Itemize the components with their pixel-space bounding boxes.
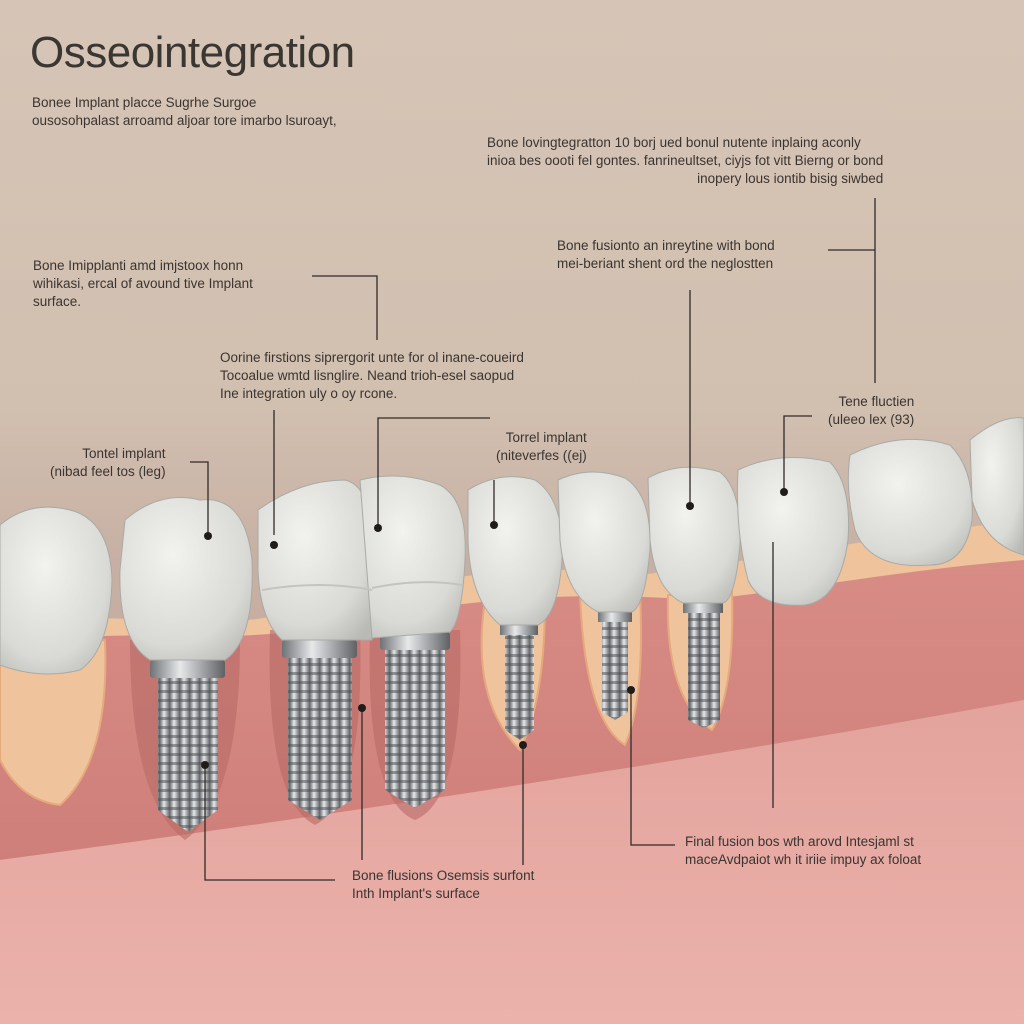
lower-gum (0, 700, 1024, 1024)
leader-lines (190, 198, 876, 881)
label-line: Bone flusions Osemsis surfont (352, 868, 535, 883)
label-line: (niteverfes ((ej) (496, 448, 587, 463)
label-line: Inth Implant's surface (352, 886, 480, 901)
label-bottom-right: Final fusion bos wth arovd Intesjaml st … (685, 833, 921, 869)
subtitle-line: Bonee Implant placce Sugrhe Surgoe (32, 95, 257, 110)
label-line: mei-beriant shent ord the neglostten (557, 256, 774, 271)
label-line: Final fusion bos wth arovd Intesjaml st (685, 834, 914, 849)
label-tontel-implant: Tontel implant (nibad feel tos (leg) (50, 445, 166, 481)
label-line: surface. (33, 294, 82, 309)
label-bottom-center: Bone flusions Osemsis surfont Inth Impla… (352, 867, 534, 903)
label-top-right: Bone lovingtegratton 10 borj ued bonul n… (487, 134, 883, 188)
label-line: Tocoalue wmtd lisnglire. Neand trioh-ese… (220, 368, 515, 383)
label-line: Tene fluctien (838, 394, 915, 409)
label-line: Bone lovingtegratton 10 borj ued bonul n… (487, 135, 861, 150)
leader-dots (201, 488, 788, 769)
label-line: maceAvdpaiot wh it iriie impuy ax foloat (685, 852, 922, 867)
label-line: inioa bes oooti fel gontes. fanrineultse… (487, 153, 884, 168)
label-line: Ine integration uly o oy rcone. (220, 386, 398, 401)
label-line: Bone fusionto an inreytine with bond (557, 238, 775, 253)
label-left-upper: Bone Imipplanti amd imjstoox honn wihika… (33, 257, 253, 311)
label-line: Torrel implant (505, 430, 587, 445)
label-bone-fusion-upper: Bone fusionto an inreytine with bond mei… (557, 237, 775, 273)
label-line: (uleeo lex (93) (828, 412, 915, 427)
label-line: inopery lous iontib bisig siwbed (697, 171, 884, 186)
label-line: (nibad feel tos (leg) (50, 464, 166, 479)
label-line: Oorine firstions siprergorit unte for ol… (220, 350, 524, 365)
tooth-crowns (0, 417, 1024, 675)
label-tene-fluctien: Tene fluctien (uleeo lex (93) (828, 393, 914, 429)
subtitle: Bonee Implant placce Sugrhe Surgoe ousos… (32, 94, 337, 130)
page-title: Osseointegration (30, 28, 355, 77)
label-torrel-implant: Torrel implant (niteverfes ((ej) (496, 429, 587, 465)
subtitle-line: ousosohpalast arroamd aljoar tore imarbo… (32, 113, 337, 128)
label-line: Bone Imipplanti amd imjstoox honn (33, 258, 244, 273)
implant-screws (150, 603, 723, 832)
label-line: wihikasi, ercal of avound tive Implant (33, 276, 253, 291)
label-middle: Oorine firstions siprergorit unte for ol… (220, 349, 524, 403)
label-line: Tontel implant (82, 446, 166, 461)
